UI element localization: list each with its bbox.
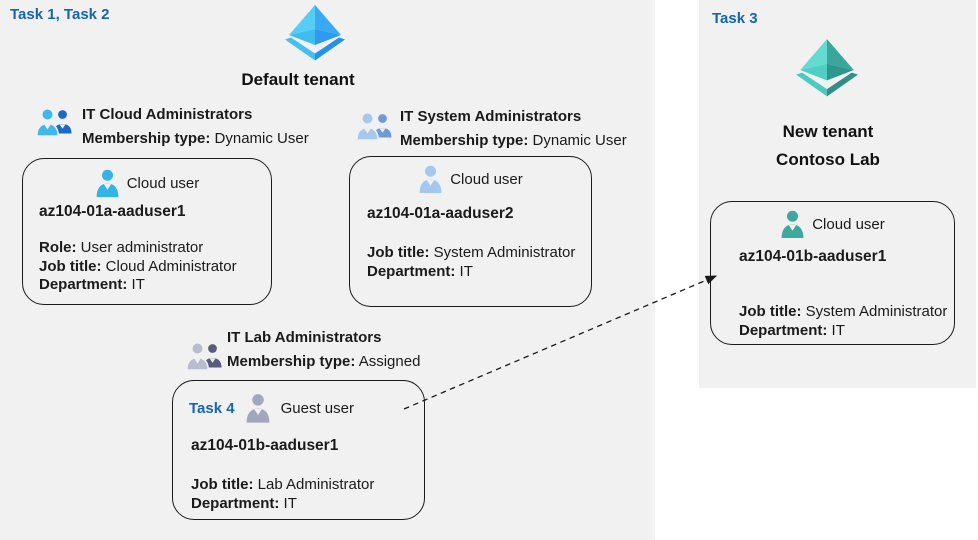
new-tenant-line2: Contoso Lab [776,150,880,169]
user-attributes: Job title: System Administrator Departme… [367,244,575,281]
group-name: IT Lab Administrators [227,329,382,346]
new-tenant-title: New tenant Contoso Lab [743,118,913,174]
role-line: Role: User administrator [39,239,204,256]
cloud-user-icon [781,210,804,238]
cloud-user-card-1: Cloud user az104-01a-aaduser1 Role: User… [22,158,272,305]
task-4-label: Task 4 [189,399,235,417]
guest-user-card: Task 4 Guest user az104-01b-aaduser1 Job… [172,380,425,520]
card-header: Cloud user [350,165,591,193]
membership-line: Membership type: Dynamic User [400,132,627,149]
card-header: Cloud user [23,169,271,197]
cloud-user-icon [419,165,442,193]
job-title-line: Job title: System Administrator [739,303,948,320]
user-name: az104-01b-aaduser1 [739,248,887,265]
group-it-lab-administrators: IT Lab Administrators Membership type: A… [227,326,420,374]
user-attributes: Job title: System Administrator Departme… [739,303,947,340]
cloud-user-icon [96,169,119,197]
card-header: Task 4 Guest user [189,393,424,423]
cloud-user-card-2: Cloud user az104-01a-aaduser2 Job title:… [349,156,592,307]
new-tenant-line1: New tenant [782,122,874,141]
user-type-label: Guest user [280,399,354,417]
card-header: Cloud user [711,210,954,238]
user-name: az104-01a-aaduser2 [367,205,514,222]
membership-line: Membership type: Assigned [227,353,421,370]
default-tenant-title: Default tenant [241,70,355,89]
user-type-label: Cloud user [126,174,200,192]
user-type-label: Cloud user [812,215,885,233]
guest-user-icon [246,394,269,423]
group-name: IT System Administrators [400,108,582,125]
membership-line: Membership type: Dynamic User [82,130,309,147]
job-title-line: Job title: Cloud Administrator [39,257,237,275]
user-type-label: Cloud user [450,170,523,188]
job-title-line: Job title: System Administrator [367,244,576,261]
job-title-line: Job title: Lab Administrator [191,476,375,493]
task-3-label: Task 3 [712,10,758,27]
department-line: Department: IT [739,321,845,339]
group-icon [36,107,72,137]
department-line: Department: IT [191,494,297,512]
department-line: Department: IT [39,276,145,293]
user-attributes: Role: User administrator Job title: Clou… [39,239,237,295]
user-name: az104-01b-aaduser1 [191,437,339,454]
user-attributes: Job title: Lab Administrator Department:… [191,476,374,513]
new-tenant-icon [796,39,858,97]
default-tenant-icon [285,5,345,61]
group-it-system-administrators: IT System Administrators Membership type… [400,105,627,153]
group-icon [356,111,392,141]
default-tenant-panel [0,0,655,540]
group-it-cloud-administrators: IT Cloud Administrators Membership type:… [82,103,309,151]
group-name: IT Cloud Administrators [82,106,253,123]
group-icon [186,341,222,371]
new-tenant-cloud-user-card: Cloud user az104-01b-aaduser1 Job title:… [710,201,955,345]
department-line: Department: IT [367,262,473,280]
task-1-2-label: Task 1, Task 2 [10,6,110,23]
user-name: az104-01a-aaduser1 [39,203,186,220]
